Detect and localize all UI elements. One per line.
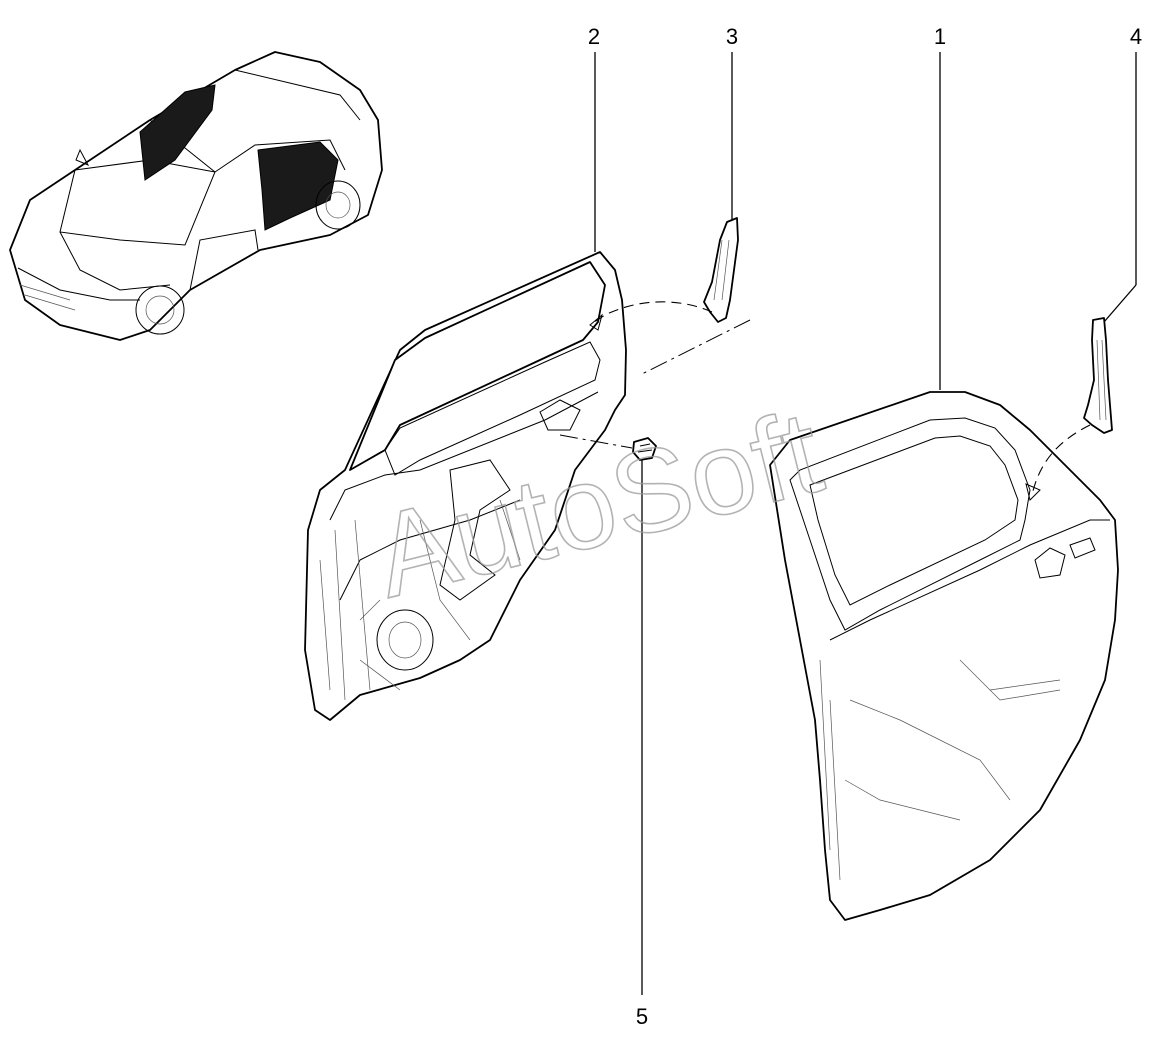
arrow-head-4 [1025,483,1041,501]
outer-door-shell [769,391,1119,921]
bolt-fastener [632,437,657,461]
leader-line-4-diagonal [1103,284,1137,323]
callout-5: 5 [636,1004,648,1029]
inner-door-panel [304,251,627,721]
car-overview-illustration [9,51,383,341]
callout-1: 1 [934,24,946,49]
assembly-path-4 [1031,424,1091,496]
alignment-line-3 [639,319,751,376]
callout-2: 2 [588,24,600,49]
arrow-head-3 [589,313,603,331]
alignment-line-5 [559,434,633,449]
callout-4: 4 [1130,24,1142,49]
callout-3: 3 [726,24,738,49]
window-guide-strip-4 [1083,317,1113,434]
window-guide-strip-3 [703,217,739,323]
